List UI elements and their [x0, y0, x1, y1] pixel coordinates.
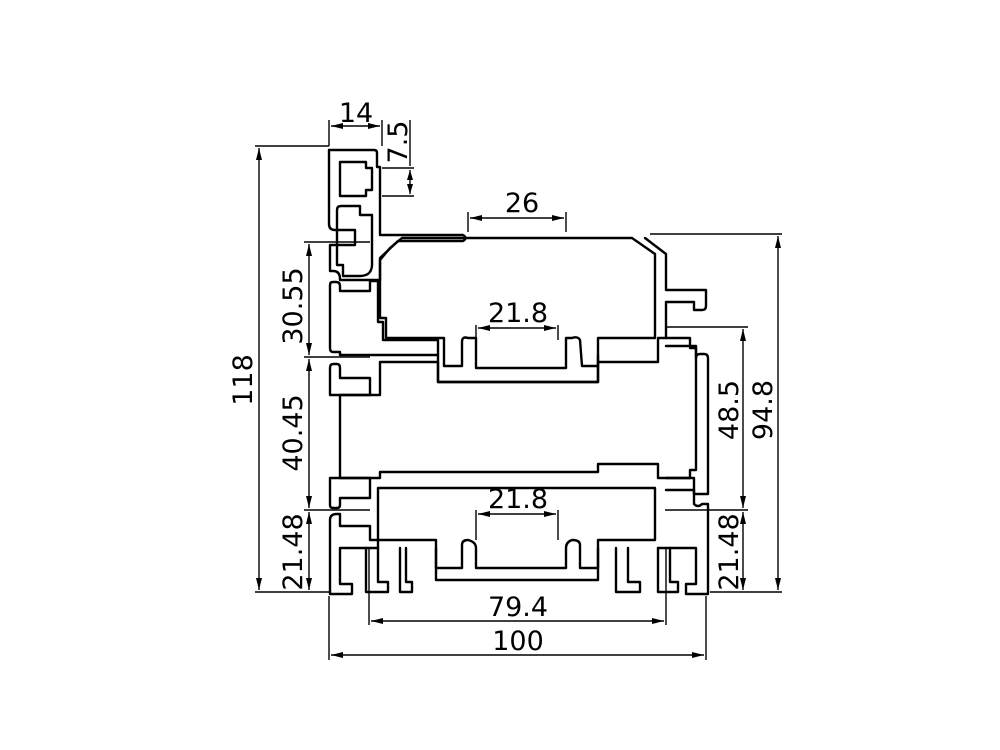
right-upper-slot [643, 236, 708, 340]
left-lower-slot [328, 476, 372, 510]
dim-right-height: 94.8 [748, 380, 779, 440]
top-hook-outline [327, 148, 467, 282]
dim-top-slot-opening: 7.5 [383, 121, 414, 164]
bottom-tslot-left [364, 546, 414, 594]
dim-overall-width: 100 [492, 626, 544, 657]
top-hook-inner [338, 160, 374, 198]
left-upper-web [335, 204, 374, 278]
lower-cavity [376, 486, 657, 570]
dim-right-bottom: 21.48 [714, 513, 745, 590]
dim-inner-width: 79.4 [488, 592, 548, 623]
bottom-tslot-right [614, 546, 680, 594]
profile-outline [327, 148, 710, 596]
dim-left-mid-seg: 40.45 [278, 394, 309, 471]
dim-lower-channel: 21.8 [488, 484, 548, 515]
dim-left-bottom-seg: 21.48 [278, 513, 309, 590]
dim-left-top-seg: 30.55 [278, 267, 309, 344]
right-bottom-slot [656, 488, 710, 596]
upper-cavity [378, 236, 657, 370]
left-bottom-slot [328, 512, 380, 596]
extension-lines [255, 120, 782, 660]
left-mid-slot [328, 362, 372, 397]
dim-top-slot-width: 14 [339, 98, 373, 129]
dim-overall-height: 118 [228, 354, 259, 406]
dimension-labels: 14 7.5 26 21.8 21.8 79.4 100 118 30.55 4… [228, 98, 779, 657]
right-mid-slot [664, 344, 710, 496]
dim-right-mid: 48.5 [714, 380, 745, 440]
left-upper-slot [328, 279, 440, 357]
middle-cavity [338, 336, 698, 480]
lower-channel-floor [434, 546, 600, 582]
dimension-lines [256, 120, 781, 658]
dim-top-opening: 26 [505, 188, 539, 219]
dim-upper-channel: 21.8 [488, 298, 548, 329]
